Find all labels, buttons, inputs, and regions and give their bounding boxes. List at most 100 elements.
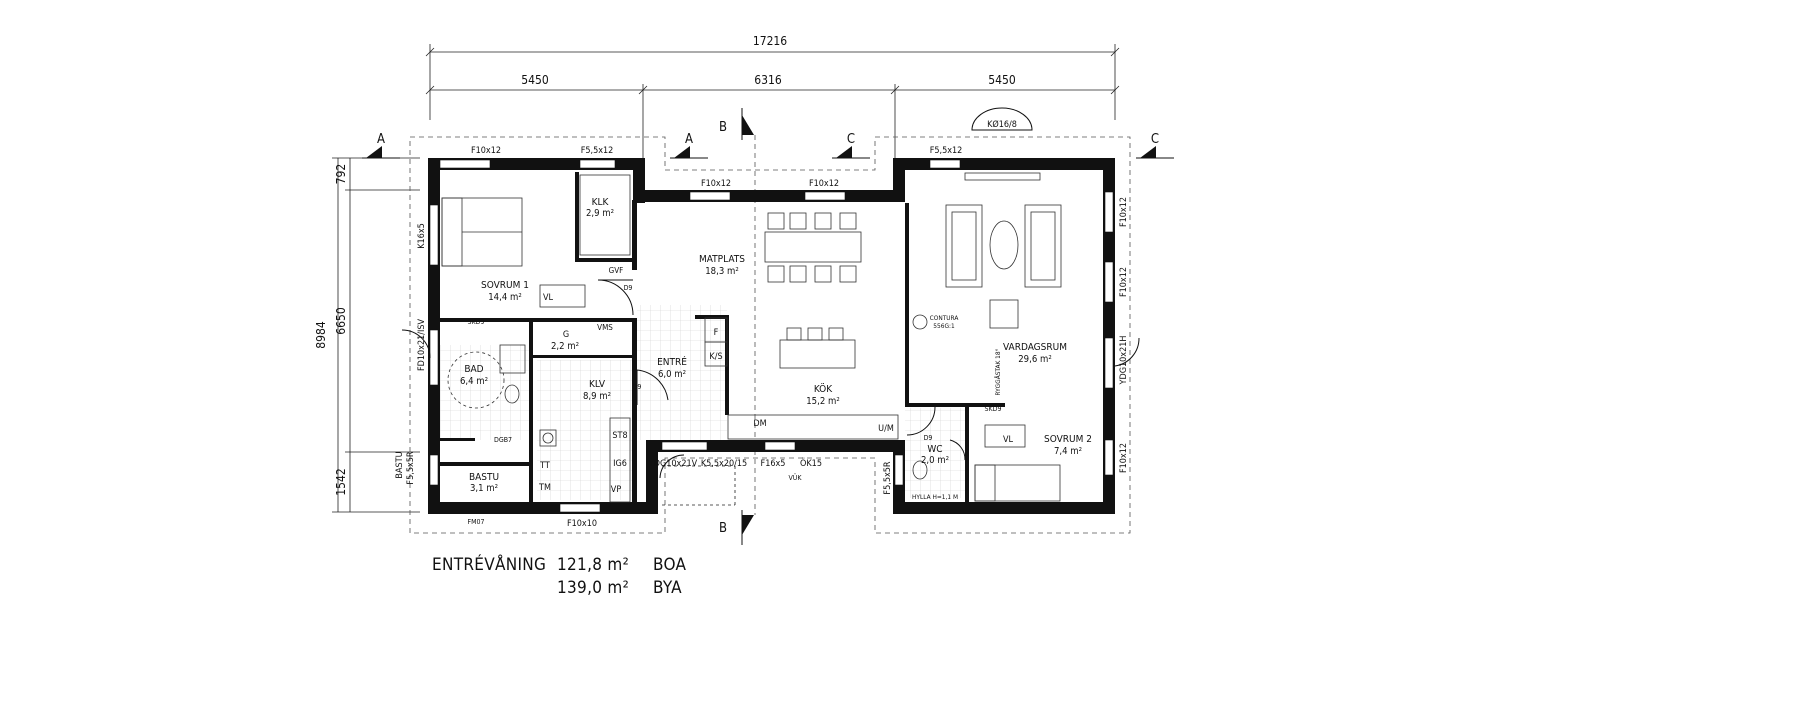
room-sovrum2-area: 7,4 m² (1054, 446, 1082, 457)
room-klv-area: 8,9 m² (583, 391, 611, 402)
tag-ok15: ÖK15 (800, 458, 822, 469)
room-vardagsrum-name: VARDAGSRUM (1003, 342, 1067, 353)
tag-d9-wc: D9 (924, 434, 933, 442)
room-matplats-name: MATPLATS (699, 254, 745, 265)
tag-d9-klv: D9 (633, 383, 642, 391)
tag-kphi: KØ16/8 (987, 119, 1017, 130)
tag-window-top-5: F5,5x12 (930, 146, 963, 156)
tag-window-top-4: F10x12 (809, 179, 839, 189)
interior-walls (440, 172, 1005, 502)
tag-window-right-3: F10x12 (1119, 443, 1129, 473)
room-sovrum2-name: SOVRUM 2 (1044, 434, 1092, 445)
tag-wc-window: F5,5x5R (883, 461, 893, 494)
tag-st8: ST8 (612, 431, 627, 441)
tag-dm: DM (753, 419, 766, 429)
dim-h-mid: 6650 (334, 307, 348, 335)
tag-fridge: F (714, 328, 719, 338)
doors (401, 279, 1140, 506)
tag-contura-model: 556G:1 (933, 322, 955, 330)
tag-door-right: YDG10x21H (1119, 336, 1129, 386)
tag-window-f16x5: F16x5 (761, 459, 786, 469)
tag-window-right-2: F10x12 (1119, 267, 1129, 297)
summary-boa-label: BOA (653, 555, 687, 575)
kitchen-island (779, 339, 856, 369)
dining-table (764, 231, 862, 263)
tag-window-left-1: K16x5 (417, 223, 427, 249)
room-klk-name: KLK (592, 197, 610, 208)
summary-floor-name: ENTRÉVÅNING (432, 553, 546, 575)
tag-bastu-window-size: F5,5x5R (406, 451, 416, 484)
section-b-bottom: B (719, 521, 727, 536)
dim-seg-mid: 6316 (754, 73, 782, 87)
tag-window-top-1: F10x12 (471, 146, 501, 156)
dim-total-width: 17216 (753, 34, 787, 48)
dim-total-height: 8984 (314, 321, 328, 349)
roof-outline (409, 136, 1131, 534)
room-entre-area: 6,0 m² (658, 369, 686, 380)
tag-ryggastak: RYGGÅSTAK 18° (993, 348, 1002, 395)
tag-vuk: VÜK (788, 473, 802, 482)
tag-labels: F10x12 F5,5x12 F10x12 F10x12 F5,5x12 F10… (395, 146, 1129, 529)
left-dimensions: 8984 792 6650 1542 (314, 157, 420, 513)
section-c-right: C (1151, 132, 1159, 147)
bed-sovrum-2 (974, 464, 1061, 502)
room-kok-name: KÖK (814, 382, 833, 395)
room-kok-area: 15,2 m² (806, 396, 840, 407)
tag-bastu-window-name: BASTU (395, 451, 405, 478)
tag-skd9-right: SKD9 (985, 405, 1002, 413)
room-sovrum1-name: SOVRUM 1 (481, 280, 529, 291)
room-bastu-name: BASTU (469, 472, 499, 483)
tag-window-right-1: F10x12 (1119, 197, 1129, 227)
dim-h-bottom: 1542 (334, 468, 348, 495)
shower (447, 351, 505, 409)
tag-window-bottom: F10x10 (567, 519, 597, 529)
sofa-right (1024, 204, 1062, 288)
tag-vl-sovrum1: VL (543, 293, 554, 303)
tag-contura: CONTURA (930, 314, 959, 322)
tag-freezer: K/S (709, 352, 722, 362)
tag-vms: VMS (597, 323, 613, 332)
tag-vp: VP (611, 485, 622, 495)
tag-window-top-2: F5,5x12 (581, 146, 614, 156)
summary-bya-label: BYA (653, 578, 682, 598)
summary-bya-area: 139,0 m² (557, 578, 629, 598)
tag-g: G (563, 330, 569, 340)
room-bad-area: 6,4 m² (460, 376, 488, 387)
section-b-top: B (719, 120, 727, 135)
tag-um: U/M (878, 424, 894, 434)
section-a-left: A (377, 132, 385, 147)
tag-entry-window: K5,5x20/15 (701, 459, 747, 469)
tag-entry-door: YDG10x21V (648, 459, 698, 469)
tag-fm07: FM07 (467, 518, 484, 526)
summary-boa-area: 121,8 m² (557, 555, 629, 575)
tag-dgb7: DGB7 (494, 436, 512, 444)
dim-seg-right: 5450 (988, 73, 1016, 87)
top-dimensions: 17216 5450 6316 5450 (425, 34, 1120, 160)
room-bad-name: BAD (464, 364, 483, 375)
tile-floors (437, 305, 965, 500)
room-klv-name: KLV (589, 379, 606, 390)
tag-ig6: IG6 (613, 459, 627, 469)
section-c-mid: C (847, 132, 855, 147)
tag-hylla: HYLLA H=1,1 M (912, 493, 958, 501)
tag-skd9-left: SKD9 (468, 318, 485, 326)
tag-vl-sovrum2: VL (1003, 435, 1014, 445)
room-bastu-area: 3,1 m² (470, 483, 498, 494)
area-summary: ENTRÉVÅNING 121,8 m² BOA 139,0 m² BYA (432, 553, 687, 598)
room-closet-area: 2,2 m² (551, 341, 579, 352)
tag-gvf: GVF (609, 266, 624, 275)
sofa-left (945, 204, 983, 288)
coffee-table (989, 220, 1019, 270)
tag-tm: TM (538, 483, 551, 493)
tag-d9-sovrum: D9 (624, 284, 633, 292)
exterior-walls (428, 158, 1115, 514)
dim-h-top: 792 (334, 164, 348, 185)
dim-seg-left: 5450 (521, 73, 549, 87)
section-a-mid: A (685, 132, 693, 147)
room-entre-name: ENTRÉ (657, 355, 687, 368)
fireplace (912, 314, 928, 330)
room-labels: SOVRUM 1 14,4 m² KLK 2,9 m² MATPLATS 18,… (460, 197, 1092, 494)
room-matplats-area: 18,3 m² (705, 266, 739, 277)
room-vardagsrum-area: 29,6 m² (1018, 354, 1052, 365)
